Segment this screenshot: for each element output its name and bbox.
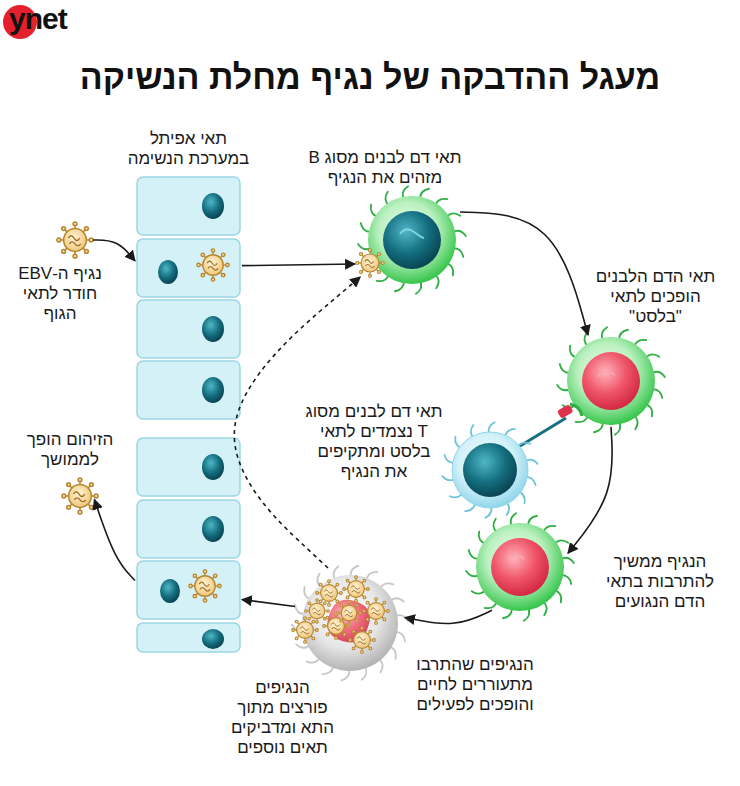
illustration-part <box>197 249 229 281</box>
illustration-part <box>202 454 224 480</box>
illustration-part <box>452 432 528 508</box>
illustration-part <box>305 599 330 624</box>
flow-arrow <box>405 610 492 623</box>
stage-caption: הנגיף ממשיך להתרבות בתאי הדם הנגועים <box>600 552 720 612</box>
illustration-part <box>292 617 319 644</box>
b-cell <box>358 186 466 294</box>
illustration-part <box>160 579 180 603</box>
stage-caption: הנגיפים שהתרבו מתעוררים לחיים והופכים לפ… <box>405 655 545 715</box>
illustration-part <box>343 576 370 603</box>
illustration-part <box>368 196 456 284</box>
illustration-part <box>349 627 376 654</box>
virus <box>57 222 93 258</box>
illustration-part <box>292 566 408 681</box>
illustration-part <box>337 601 362 626</box>
illustration-part <box>158 260 178 284</box>
stage-caption: הנגיפים פורצים מתוך התא ומדביקים תאים נו… <box>230 678 335 758</box>
illustration-part <box>137 177 240 235</box>
flow-arrow <box>93 240 135 261</box>
blast-cell <box>557 327 665 435</box>
stage-node: הנגיפים שהתרבו מתעוררים לחיים והופכים לפ… <box>295 568 405 678</box>
illustration-part <box>491 538 549 596</box>
illustration-part <box>570 404 582 416</box>
stage-caption: תאי דם לבנים מסוג B מזהים את הנגיף <box>300 148 470 188</box>
stage-caption: נגיף ה-EBV חודר לתאי הגוף <box>10 264 110 324</box>
flow-arrow <box>242 264 355 266</box>
illustration-part <box>466 513 574 621</box>
stage-node: תאי דם לבנים מסוג B מזהים את הנגיף <box>355 192 460 292</box>
stage-caption: הזיהום הופך לממושך <box>15 430 125 470</box>
stage-node: הנגיף ממשיך להתרבות בתאי הדם הנגועים <box>473 520 568 615</box>
stage-node: תאי אפיתל במערכת הנשימה <box>135 175 242 652</box>
illustration-part <box>557 404 574 419</box>
virus <box>356 249 385 278</box>
illustration-part <box>400 229 424 238</box>
illustration-part <box>508 555 524 559</box>
illustration-part <box>442 422 537 518</box>
bursting-cell <box>292 566 408 681</box>
stage-caption: תאי דם לבנים מסוג T נצמדים לתאי בלסט ומת… <box>304 402 444 482</box>
stage-caption: תאי אפיתל במערכת הנשימה <box>120 129 257 169</box>
illustration-part <box>137 361 240 419</box>
illustration-part <box>463 443 517 497</box>
flow-arrow <box>460 212 588 335</box>
illustration-part <box>597 371 615 377</box>
illustration-part <box>202 516 224 542</box>
illustration-part <box>383 211 441 269</box>
illustration-part <box>442 422 537 518</box>
illustration-part <box>567 337 655 425</box>
illustration-part <box>137 239 240 297</box>
stage-node: תאי הדם הלבנים הופכים לתאי "בלסט" <box>565 335 657 427</box>
stage-node: נגיף ה-EBV חודר לתאי הגוף <box>57 222 93 258</box>
stage-caption: תאי הדם הלבנים הופכים לתאי "בלסט" <box>593 267 718 327</box>
flow-arrow <box>568 427 612 553</box>
flow-arrow <box>94 500 135 581</box>
illustration-part <box>137 300 240 358</box>
virus <box>62 478 98 514</box>
illustration-part <box>557 327 665 435</box>
illustration-part <box>202 316 224 342</box>
illustration-part <box>363 598 390 625</box>
infected-cell <box>466 513 574 621</box>
illustration-part <box>302 575 398 671</box>
epithelium-cells <box>137 177 240 652</box>
illustration-part <box>582 352 640 410</box>
illustration-part <box>189 570 221 602</box>
illustration-part <box>292 566 408 681</box>
illustration-part <box>476 523 564 611</box>
illustration-part <box>202 193 224 219</box>
illustration-part <box>137 561 240 619</box>
illustration-part <box>137 438 240 496</box>
illustration-part <box>316 580 343 607</box>
stage-node: הזיהום הופך לממושך <box>62 478 98 514</box>
flow-arrow <box>242 600 295 607</box>
illustration-part <box>202 629 224 649</box>
title: מעגל ההדבקה של נגיף מחלת הנשיקה <box>0 58 740 97</box>
logo-text: ynet <box>9 2 67 36</box>
t-cell <box>442 404 582 518</box>
illustration-part <box>137 500 240 558</box>
illustration-part <box>137 623 240 652</box>
illustration-part <box>202 377 224 403</box>
illustration-part <box>358 186 466 294</box>
stage-node: תאי דם לבנים מסוג T נצמדים לתאי בלסט ומת… <box>452 432 528 508</box>
